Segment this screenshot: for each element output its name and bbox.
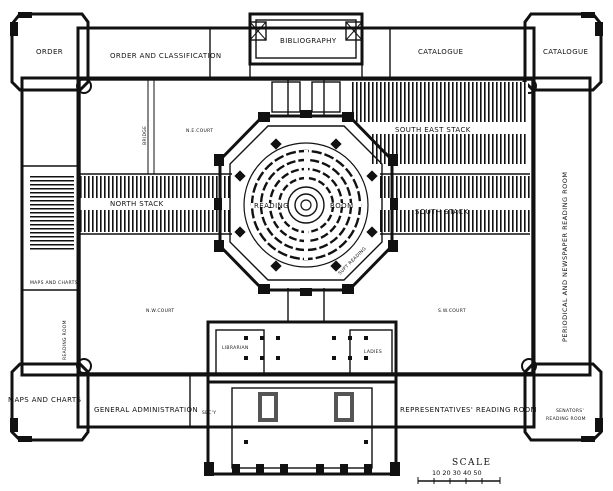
label-senators-1: SENATORS' bbox=[556, 408, 584, 414]
central-corridor bbox=[271, 78, 341, 322]
label-room: ROOM bbox=[330, 202, 354, 210]
label-secy: SEC'Y bbox=[202, 410, 216, 416]
stacks bbox=[30, 82, 530, 252]
label-representatives-reading-room: REPRESENTATIVES' READING ROOM bbox=[400, 406, 537, 414]
label-bridge: BRIDGE bbox=[142, 126, 148, 145]
label-periodical-room: PERIODICAL AND NEWSPAPER READING ROOM bbox=[561, 172, 569, 342]
label-catalogue: CATALOGUE bbox=[418, 48, 463, 56]
label-ladies: LADIES bbox=[364, 349, 382, 355]
label-order: ORDER bbox=[36, 48, 63, 56]
scale-numbers: 10 20 30 40 50 bbox=[432, 469, 482, 477]
label-maps-and-charts-side: MAPS AND CHARTS bbox=[30, 280, 78, 286]
label-order-and-classification: ORDER AND CLASSIFICATION bbox=[110, 52, 222, 60]
label-reading-room-side: READING ROOM bbox=[62, 320, 68, 360]
label-reading: READING bbox=[254, 202, 289, 210]
scale-title: SCALE bbox=[452, 458, 492, 468]
label-ne-court: N.E.COURT bbox=[186, 128, 213, 134]
label-bibliography: BIBLIOGRAPHY bbox=[280, 37, 337, 45]
south-entrance-pavilion bbox=[204, 320, 400, 476]
bridge bbox=[147, 80, 155, 174]
label-north-stack: NORTH STACK bbox=[110, 200, 164, 208]
range-partitions bbox=[22, 28, 397, 427]
bibliography-pavilion bbox=[248, 12, 364, 66]
label-nw-court: N.W.COURT bbox=[146, 308, 174, 314]
label-senators-2: READING ROOM bbox=[546, 416, 586, 422]
label-sw-court: S.W.COURT bbox=[438, 308, 466, 314]
label-catalogue-corner: CATALOGUE bbox=[543, 48, 588, 56]
scale-bar: SCALE 10 20 30 40 50 bbox=[417, 458, 501, 484]
octagon-reading-room bbox=[214, 110, 398, 296]
label-south-east-stack: SOUTH EAST STACK bbox=[395, 126, 471, 134]
label-maps-and-charts-corner: MAPS AND CHARTS bbox=[8, 396, 82, 404]
label-librarian: LIBRARIAN bbox=[222, 345, 249, 351]
label-general-administration: GENERAL ADMINISTRATION bbox=[94, 406, 198, 414]
label-south-stack: SOUTH STACK bbox=[415, 208, 469, 216]
